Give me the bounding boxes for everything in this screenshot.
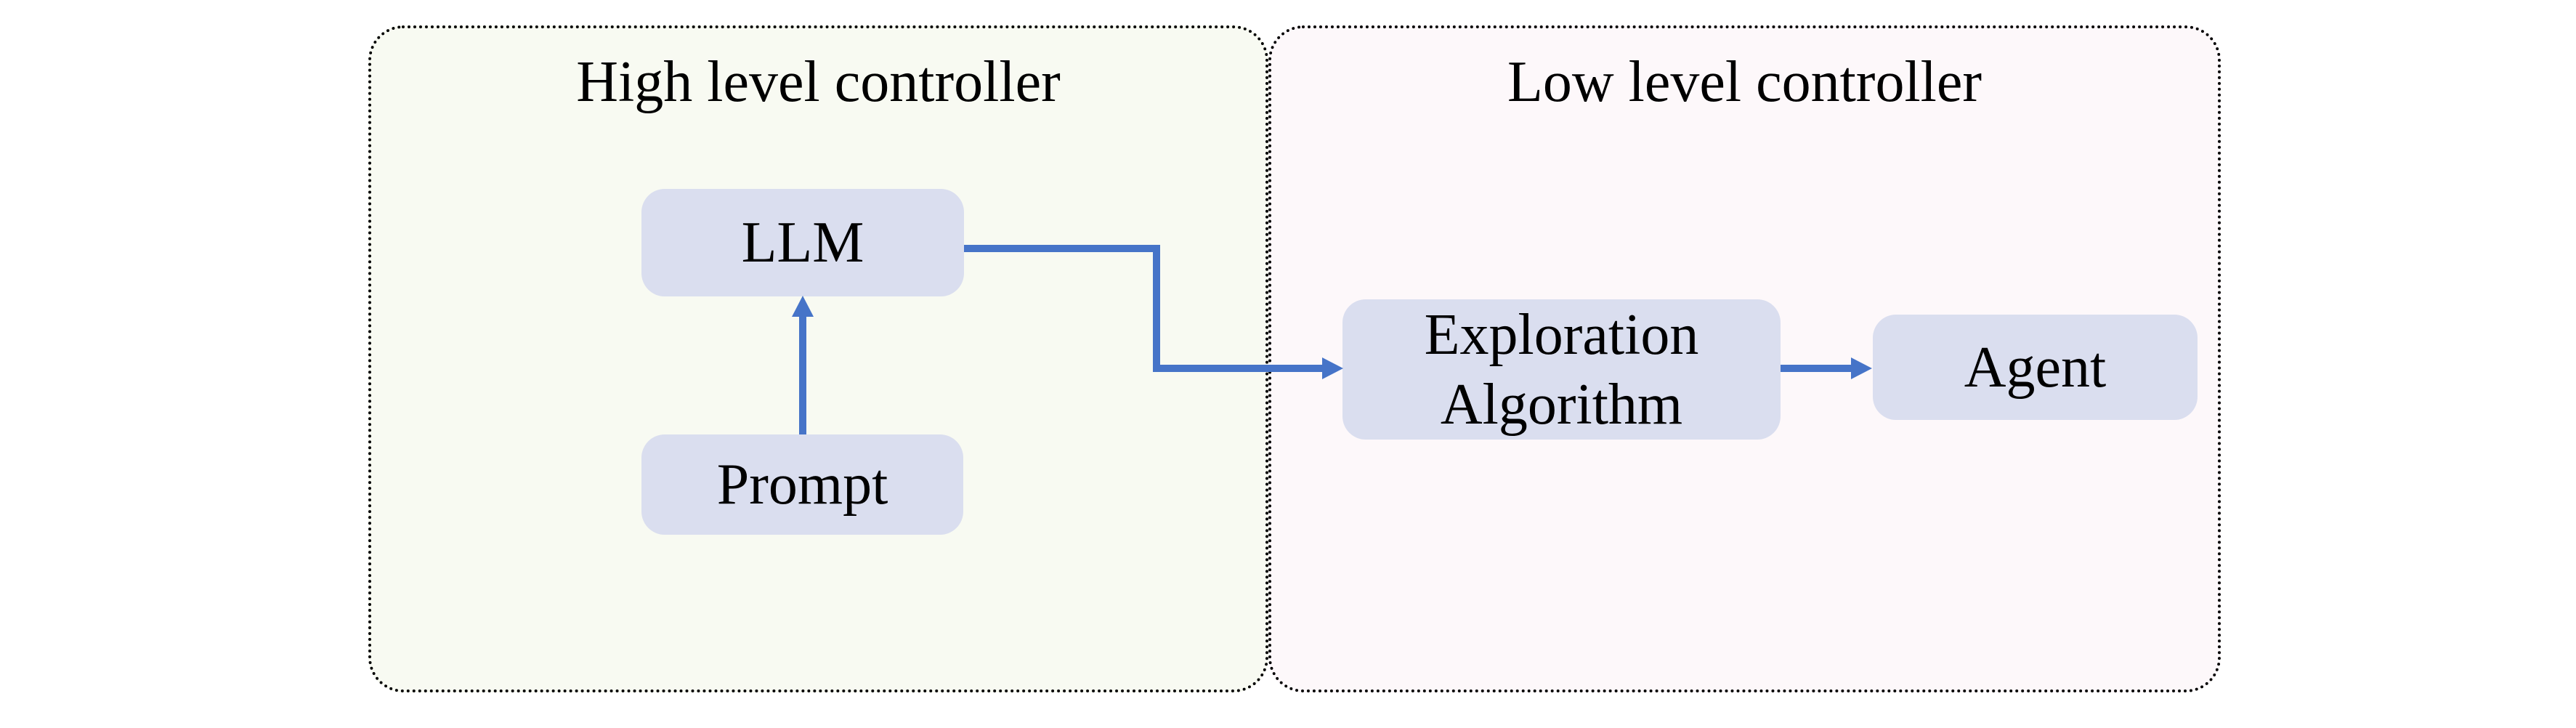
low-level-controller-panel: Low level controller Exploration Algorit… [1268,25,2221,692]
agent-node: Agent [1873,315,2198,420]
low-level-controller-title: Low level controller [1507,50,1982,114]
exploration-algorithm-node: Exploration Algorithm [1342,299,1781,440]
llm-node: LLM [641,189,964,296]
high-level-controller-title: High level controller [576,50,1061,114]
high-level-controller-panel: High level controller LLM Prompt [368,25,1268,692]
prompt-node: Prompt [641,434,963,535]
